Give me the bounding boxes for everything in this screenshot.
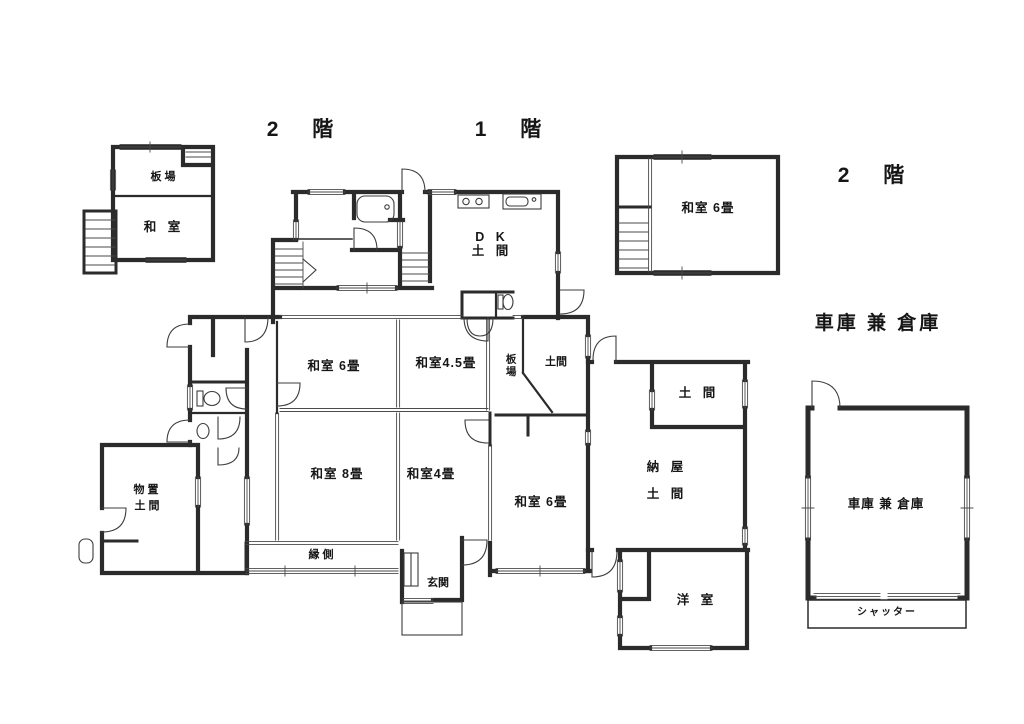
shelf-lines xyxy=(185,151,212,158)
room-label-doma-naya: 土 間 xyxy=(678,386,720,401)
washbasin-icon xyxy=(196,422,210,440)
window-icon xyxy=(194,476,202,508)
door-arc xyxy=(244,316,269,343)
door-arc xyxy=(353,227,378,251)
window-icon xyxy=(813,593,961,600)
room-label-naya-line2: 土 間 xyxy=(646,487,688,502)
room-label-itaba-1f: 板場 xyxy=(504,353,517,379)
title-floor2-left: 2 階 xyxy=(266,117,348,141)
window-icon xyxy=(402,597,434,605)
room-label-washitsu6-upper: 和室 6畳 xyxy=(307,359,361,374)
door-arc xyxy=(217,416,241,440)
room-label-engawa: 縁 側 xyxy=(308,549,334,562)
room-label-washitsu45: 和室4.5畳 xyxy=(415,356,477,371)
kitchen-sink-icon xyxy=(502,193,542,210)
stove-icon xyxy=(457,194,490,209)
door-arc xyxy=(401,168,426,193)
plan-1f-fixtures xyxy=(78,193,542,636)
room-label-itaba-2f: 板 場 xyxy=(150,171,176,184)
window-icon xyxy=(584,334,592,359)
window-icon xyxy=(307,188,346,196)
window-icon xyxy=(616,559,624,593)
window-icon xyxy=(653,266,712,280)
door-arc xyxy=(166,419,191,443)
staircase-2f-right xyxy=(618,222,649,269)
label-shutter: シャッター xyxy=(857,606,917,618)
door-arc xyxy=(461,539,488,566)
utility-sink-icon xyxy=(78,538,94,564)
room-label-naya-line1: 納 屋 xyxy=(646,460,688,475)
bifold-door-icon xyxy=(302,258,317,283)
window-icon xyxy=(741,379,749,409)
room-label-yoshitsu: 洋 室 xyxy=(676,593,718,608)
title-garage-section: 車庫 兼 倉庫 xyxy=(814,313,942,335)
window-icon xyxy=(109,169,117,191)
tokonoma-post xyxy=(561,420,572,434)
title-floor1: 1 階 xyxy=(474,117,556,141)
staircase-dk xyxy=(401,252,430,282)
plan-1f-stairs xyxy=(274,241,430,289)
window-icon xyxy=(145,256,187,264)
door-arc xyxy=(559,289,585,315)
window-icon xyxy=(186,384,194,411)
door-arc xyxy=(101,507,127,533)
door-arc xyxy=(225,387,248,410)
room-label-doma-upper: 土間 xyxy=(545,356,567,369)
window-icon xyxy=(119,141,182,153)
room-label-monooki-line1: 物 置 xyxy=(133,484,159,497)
door-arc xyxy=(166,323,191,348)
window-icon xyxy=(741,526,749,546)
window-icon xyxy=(427,188,457,196)
plan-1f-doors xyxy=(101,168,618,578)
window-icon xyxy=(554,251,562,274)
plan-1f-walls xyxy=(99,189,751,651)
toilet-icon xyxy=(497,294,504,310)
window-icon xyxy=(584,429,592,446)
window-icon xyxy=(649,644,713,652)
room-label-washitsu8: 和室 8畳 xyxy=(310,467,364,482)
window-icon xyxy=(648,389,656,411)
door-arc xyxy=(464,419,489,444)
bathtub-icon xyxy=(356,195,395,223)
window-icon xyxy=(336,282,398,294)
plan-1f-openings xyxy=(186,188,749,652)
door-arc xyxy=(217,447,240,466)
door-arc xyxy=(811,380,841,409)
room-label-genkan: 玄関 xyxy=(427,577,449,590)
window-icon xyxy=(243,476,251,526)
room-label-dk-line1: D K xyxy=(475,230,509,245)
staircase-landing xyxy=(274,241,304,289)
window-icon xyxy=(495,565,586,577)
window-icon xyxy=(960,475,974,541)
toilet-icon xyxy=(196,390,204,407)
plan-2f-left-walls xyxy=(82,141,216,275)
door-arc xyxy=(591,550,618,578)
room-label-washitsu-2f: 和 室 xyxy=(143,220,185,235)
staircase-2f-left xyxy=(82,209,118,275)
room-label-monooki-line2: 土 間 xyxy=(134,500,160,513)
title-floor2-right: 2 階 xyxy=(837,163,919,187)
room-label-washitsu6-lower: 和室 6畳 xyxy=(514,495,568,510)
room-label-dk-line2: 土 間 xyxy=(471,244,513,259)
window-icon xyxy=(396,221,404,249)
door-arc xyxy=(276,382,301,407)
window-icon xyxy=(801,475,815,541)
plan-2f-right-walls xyxy=(614,150,781,280)
door-arc xyxy=(592,335,617,363)
shutter-box xyxy=(807,599,967,629)
window-icon xyxy=(616,615,624,637)
room-label-garage: 車庫 兼 倉庫 xyxy=(847,497,925,512)
room-label-washitsu6-2f: 和室 6畳 xyxy=(681,201,735,216)
room-label-washitsu4: 和室4畳 xyxy=(406,467,456,482)
door-arc xyxy=(463,316,489,342)
plan-garage-walls xyxy=(801,380,974,629)
entrance-porch xyxy=(401,601,463,636)
window-icon xyxy=(653,150,712,164)
window-icon xyxy=(245,565,399,577)
door-arc xyxy=(466,317,494,337)
window-icon xyxy=(292,219,300,241)
